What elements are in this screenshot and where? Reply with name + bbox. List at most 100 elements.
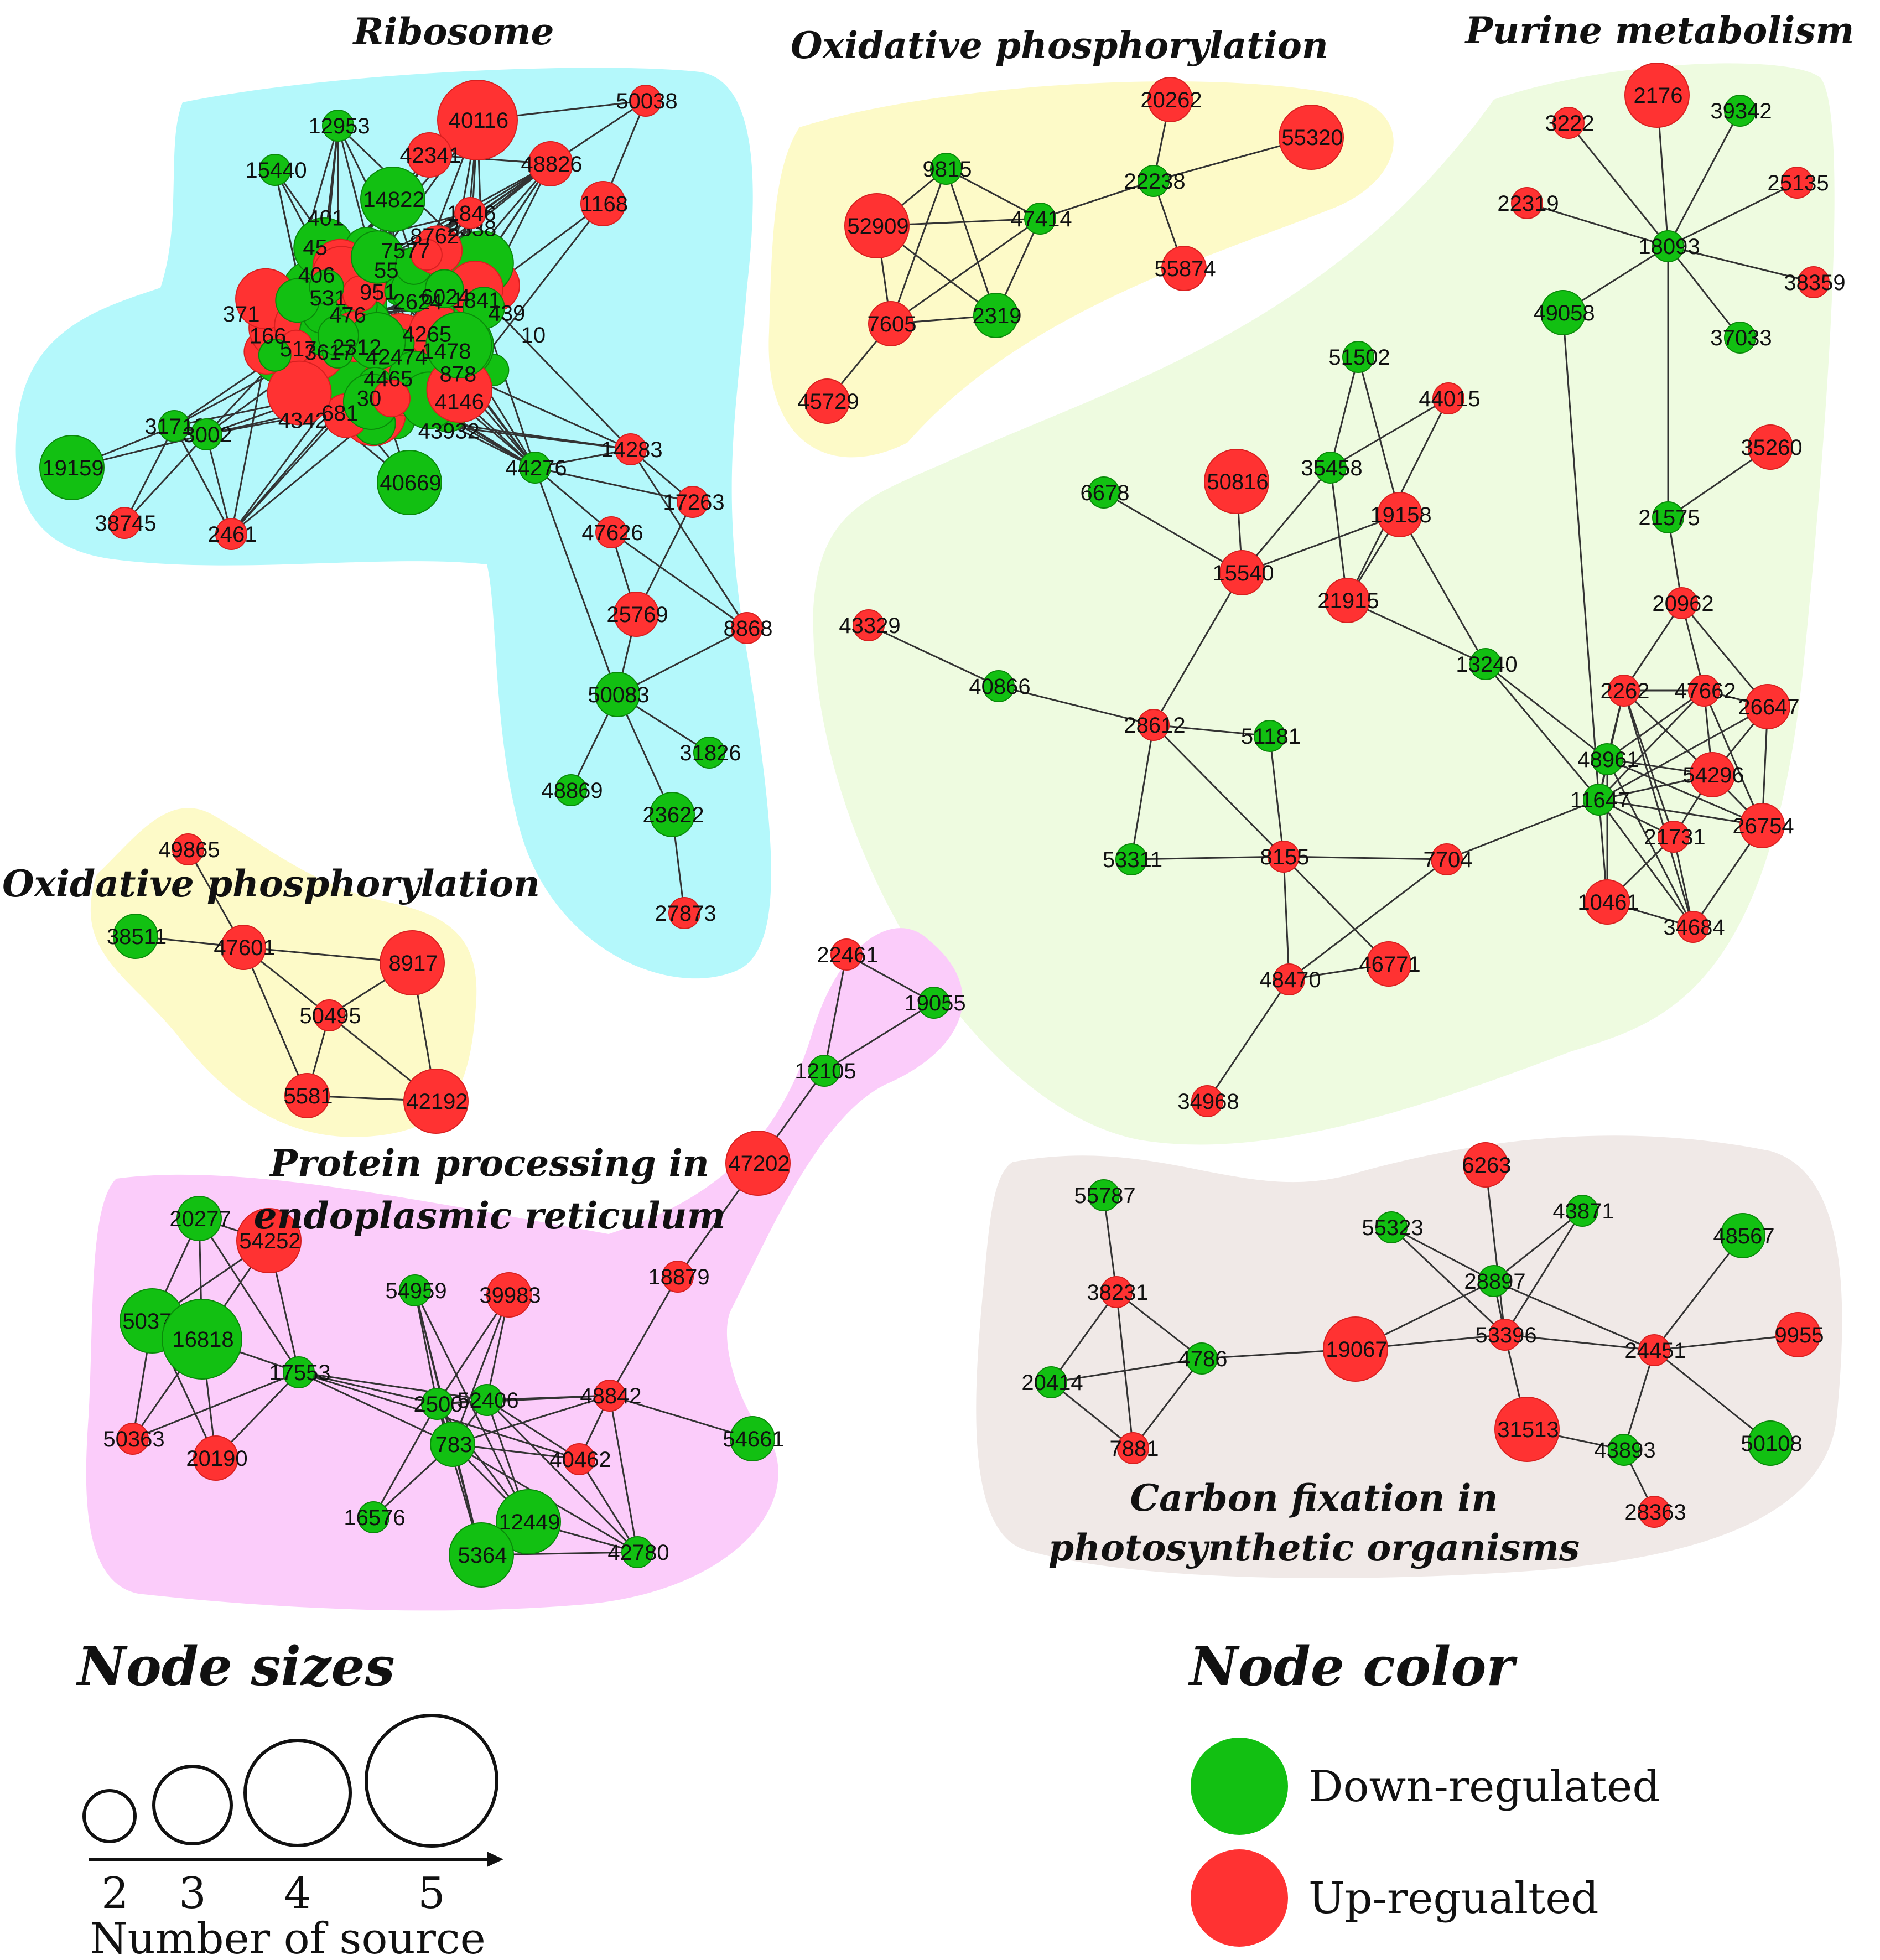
node-label: 24451 xyxy=(1624,1339,1686,1363)
node-label: 54959 xyxy=(385,1279,446,1303)
node-40116: 40116 xyxy=(437,80,518,160)
cluster-node-label: 2312 xyxy=(332,335,381,360)
node-label: 1168 xyxy=(580,192,628,216)
edge-39983-783 xyxy=(451,1294,510,1445)
node-label: 44015 xyxy=(1419,387,1480,411)
node-37033: 37033 xyxy=(1710,322,1772,354)
node-label: 17263 xyxy=(663,490,724,515)
edge-48961-34684 xyxy=(1606,759,1694,927)
node-label: 40669 xyxy=(380,471,441,495)
node-label: 15540 xyxy=(1212,561,1274,585)
node-54661: 54661 xyxy=(723,1416,785,1461)
node-2500: 2500 xyxy=(414,1388,463,1420)
node-22461: 22461 xyxy=(817,938,879,971)
node-circle xyxy=(1161,246,1207,291)
node-40669: 40669 xyxy=(377,450,442,515)
node-circle xyxy=(284,1073,330,1118)
title-oxphos-top: Oxidative phosphorylation xyxy=(791,24,1328,67)
node-circle xyxy=(1273,963,1305,995)
node-circle xyxy=(1724,322,1756,354)
legend-node-sizes: Node sizes 2 3 4 5 Number of source xyxy=(76,1635,503,1960)
node-label: 17553 xyxy=(269,1361,330,1385)
node-circle xyxy=(868,301,913,346)
node-18093: 18093 xyxy=(1638,230,1700,262)
node-label: 43329 xyxy=(839,614,900,638)
node-11647: 11647 xyxy=(1570,784,1630,816)
edge-6678-15540 xyxy=(1103,491,1243,574)
node-label: 16818 xyxy=(172,1328,233,1352)
node-circle xyxy=(555,774,587,806)
node-9815: 9815 xyxy=(923,153,972,185)
node-label: 47202 xyxy=(728,1152,790,1176)
edge-48842-42780 xyxy=(609,1395,638,1553)
node-label: 46771 xyxy=(1359,952,1420,977)
node-48842: 48842 xyxy=(580,1380,642,1412)
edge-13240-11647 xyxy=(1484,663,1600,800)
node-50083: 50083 xyxy=(588,672,650,717)
node-label: 48842 xyxy=(580,1384,641,1408)
node-52406: 52406 xyxy=(457,1384,519,1416)
edge-44276-50083 xyxy=(534,467,619,695)
node-20190: 20190 xyxy=(186,1435,248,1481)
node-label: 42780 xyxy=(607,1541,669,1565)
node-circle xyxy=(725,1131,791,1196)
region-oxphos-top xyxy=(768,81,1394,458)
edge-54959-12449 xyxy=(414,1290,529,1522)
node-circle xyxy=(844,193,910,258)
cluster-edge xyxy=(230,351,267,535)
cluster-node-label: 4342 xyxy=(278,408,328,433)
cluster-node-label: 1478 xyxy=(422,339,471,364)
node-circle xyxy=(1748,1420,1793,1466)
node-4786: 4786 xyxy=(1178,1342,1227,1375)
cluster-node xyxy=(267,360,332,426)
node-27873: 27873 xyxy=(655,897,716,929)
node-circle xyxy=(1431,843,1463,875)
node-circle xyxy=(259,154,291,186)
node-circle xyxy=(1463,1142,1508,1188)
node-circle xyxy=(1100,1276,1133,1308)
node-circle xyxy=(1204,449,1269,514)
node-17263: 17263 xyxy=(663,486,725,518)
node-label: 35260 xyxy=(1741,435,1802,460)
node-34684: 34684 xyxy=(1663,911,1725,943)
node-7704: 7704 xyxy=(1424,843,1472,875)
node-label: 55874 xyxy=(1154,257,1216,281)
node-43893: 43893 xyxy=(1594,1434,1656,1466)
node-38745: 38745 xyxy=(95,507,157,539)
node-14822: 14822 xyxy=(360,167,425,232)
node-47414: 47414 xyxy=(1010,203,1072,235)
node-label: 40116 xyxy=(449,108,508,133)
legend-size-tick-3: 3 xyxy=(179,1869,206,1918)
node-label: 49865 xyxy=(158,838,220,862)
node-label: 42341 xyxy=(399,143,461,168)
node-label: 5364 xyxy=(458,1543,507,1568)
cluster-node xyxy=(258,338,292,372)
cluster-node-label: 401 xyxy=(307,206,344,231)
title-carbon-line1: Carbon fixation in xyxy=(1130,1476,1498,1520)
node-50495: 50495 xyxy=(299,999,361,1031)
node-2461: 2461 xyxy=(208,518,257,550)
node-label: 8155 xyxy=(1260,845,1310,869)
node-1846: 1846 xyxy=(447,197,496,229)
node-51502: 51502 xyxy=(1328,341,1390,373)
edge-51502-35458 xyxy=(1329,356,1359,468)
edge-17553-783 xyxy=(298,1371,453,1445)
node-label: 11647 xyxy=(1570,788,1630,812)
node-circle xyxy=(1323,1316,1388,1382)
node-circle xyxy=(853,609,885,641)
node-circle xyxy=(449,1522,514,1588)
node-circle xyxy=(650,792,695,837)
node-39983: 39983 xyxy=(479,1272,541,1318)
node-20277: 20277 xyxy=(169,1196,231,1241)
node-circle xyxy=(1677,911,1709,943)
node-21575: 21575 xyxy=(1638,501,1700,533)
cluster-node-label: 6024 xyxy=(421,285,470,309)
cluster-node xyxy=(372,379,411,418)
node-label: 55787 xyxy=(1074,1184,1135,1208)
edge-28612-51181 xyxy=(1153,724,1270,737)
node-circle xyxy=(176,1196,222,1241)
edge-28612-8155 xyxy=(1152,724,1285,858)
node-6678: 6678 xyxy=(1081,476,1129,509)
node-circle xyxy=(1035,1366,1067,1398)
edge-4786-7881 xyxy=(1132,1358,1203,1449)
